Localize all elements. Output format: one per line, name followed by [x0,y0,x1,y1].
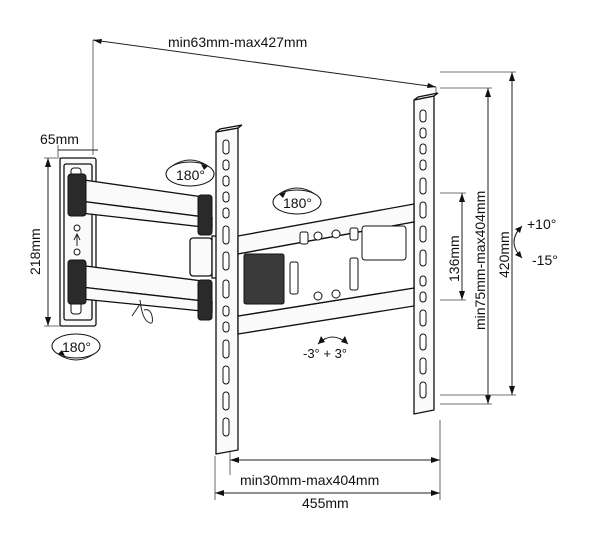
swivel-indicator-top-left: 180° [165,159,215,187]
lower-arm [67,259,213,324]
swivel-bottom-left-label: 180° [62,339,91,355]
swivel-arrow-icon [57,353,95,361]
tilt-indicator: +10° -15° [513,216,558,268]
dimension-wall-plate-depth: 65mm [40,131,98,157]
vesa-vertical-range-label: min75mm-max404mm [472,191,488,330]
dimension-total-height: 420mm [440,71,516,396]
tv-bracket-frame [237,203,415,335]
dimension-arm-extension: min63mm-max427mm [92,34,437,155]
total-height-label: 420mm [496,231,512,278]
left-vertical-rail [215,124,243,455]
dimension-total-width: 455mm [214,456,441,511]
tilt-up-label: +10° [527,216,556,232]
swivel-arrow-icon [278,187,316,195]
right-vertical-rail [413,92,439,415]
wall-plate-depth-label: 65mm [40,131,79,147]
dimension-wall-plate-height: 218mm [27,157,64,327]
arm-extension-label: min63mm-max427mm [168,34,307,50]
upper-arm [67,173,213,236]
rotation-label: -3° + 3° [303,346,347,361]
vesa-horizontal-range-label: min30mm-max404mm [240,472,379,488]
swivel-indicator-bottom-left: 180° [51,333,101,361]
dimension-vesa-horizontal-range: min30mm-max404mm [229,420,441,488]
dimension-vesa-vertical-small: 136mm [440,192,466,301]
swivel-indicator-center: 180° [272,187,322,215]
dimension-vesa-vertical-range: min75mm-max404mm [440,87,492,405]
swivel-top-left-label: 180° [176,167,205,183]
vesa-vertical-small-label: 136mm [446,235,462,282]
swivel-arrow-icon [171,159,209,167]
tilt-down-label: -15° [532,252,558,268]
swivel-center-label: 180° [283,195,312,211]
total-width-label: 455mm [302,495,349,511]
wall-plate-height-label: 218mm [27,228,43,275]
rotation-indicator: -3° + 3° [303,336,349,361]
